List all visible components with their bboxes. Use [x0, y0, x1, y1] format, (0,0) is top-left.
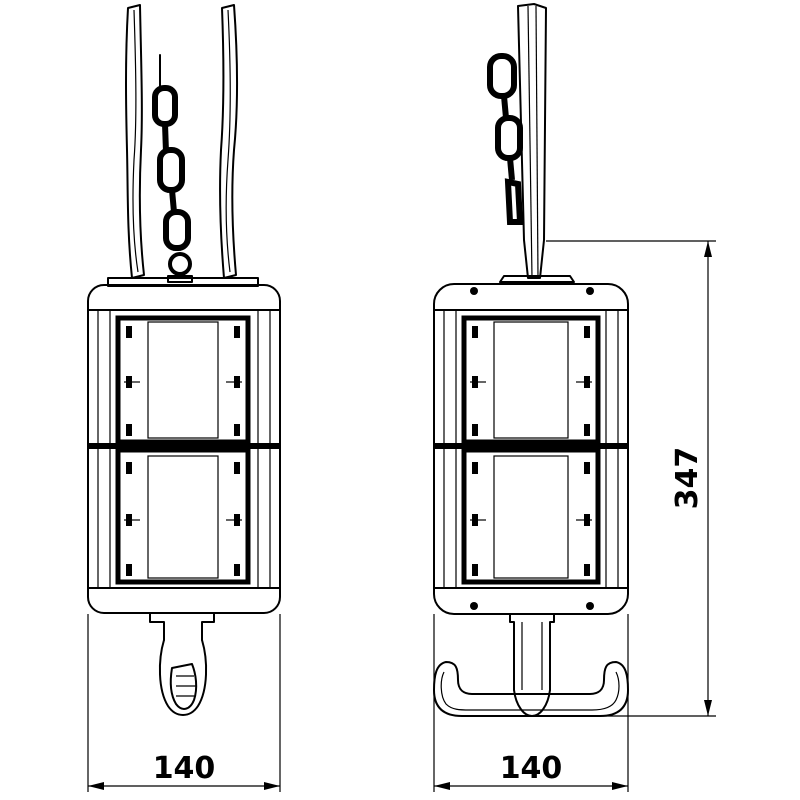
front-width-arrow-left — [88, 782, 104, 790]
side-clips — [470, 326, 592, 576]
height-label: 347 — [670, 447, 705, 510]
side-chain — [487, 53, 524, 225]
front-width-label: 140 — [153, 751, 216, 786]
front-socket-bottom — [147, 455, 219, 579]
front-left-handle — [125, 4, 145, 279]
front-socket-top — [147, 321, 219, 439]
side-bottom-stand — [433, 613, 629, 717]
side-view — [433, 3, 629, 717]
side-screws — [470, 287, 594, 610]
dimensions: 140 140 347 — [87, 240, 716, 792]
height-arrow-top — [704, 241, 712, 257]
side-handle — [517, 3, 547, 279]
front-right-handle-inner — [225, 9, 231, 273]
front-view — [87, 4, 281, 716]
side-socket-top — [493, 321, 569, 439]
front-left-handle-inner — [132, 9, 139, 273]
front-width-arrow-right — [264, 782, 280, 790]
height-arrow-bottom — [704, 700, 712, 716]
front-right-handle — [219, 4, 238, 279]
front-bottom-hook — [149, 613, 215, 716]
side-width-arrow-right — [612, 782, 628, 790]
side-socket-frame-top — [461, 315, 601, 445]
front-socket-frame-bottom — [115, 447, 251, 585]
front-clips — [124, 326, 242, 576]
front-socket-frame-top — [115, 315, 251, 445]
side-socket-bottom — [493, 455, 569, 579]
front-chain — [152, 54, 193, 283]
side-width-label: 140 — [500, 751, 563, 786]
side-top-cap — [499, 275, 575, 283]
side-width-arrow-left — [434, 782, 450, 790]
side-socket-frame-bottom — [461, 447, 601, 585]
